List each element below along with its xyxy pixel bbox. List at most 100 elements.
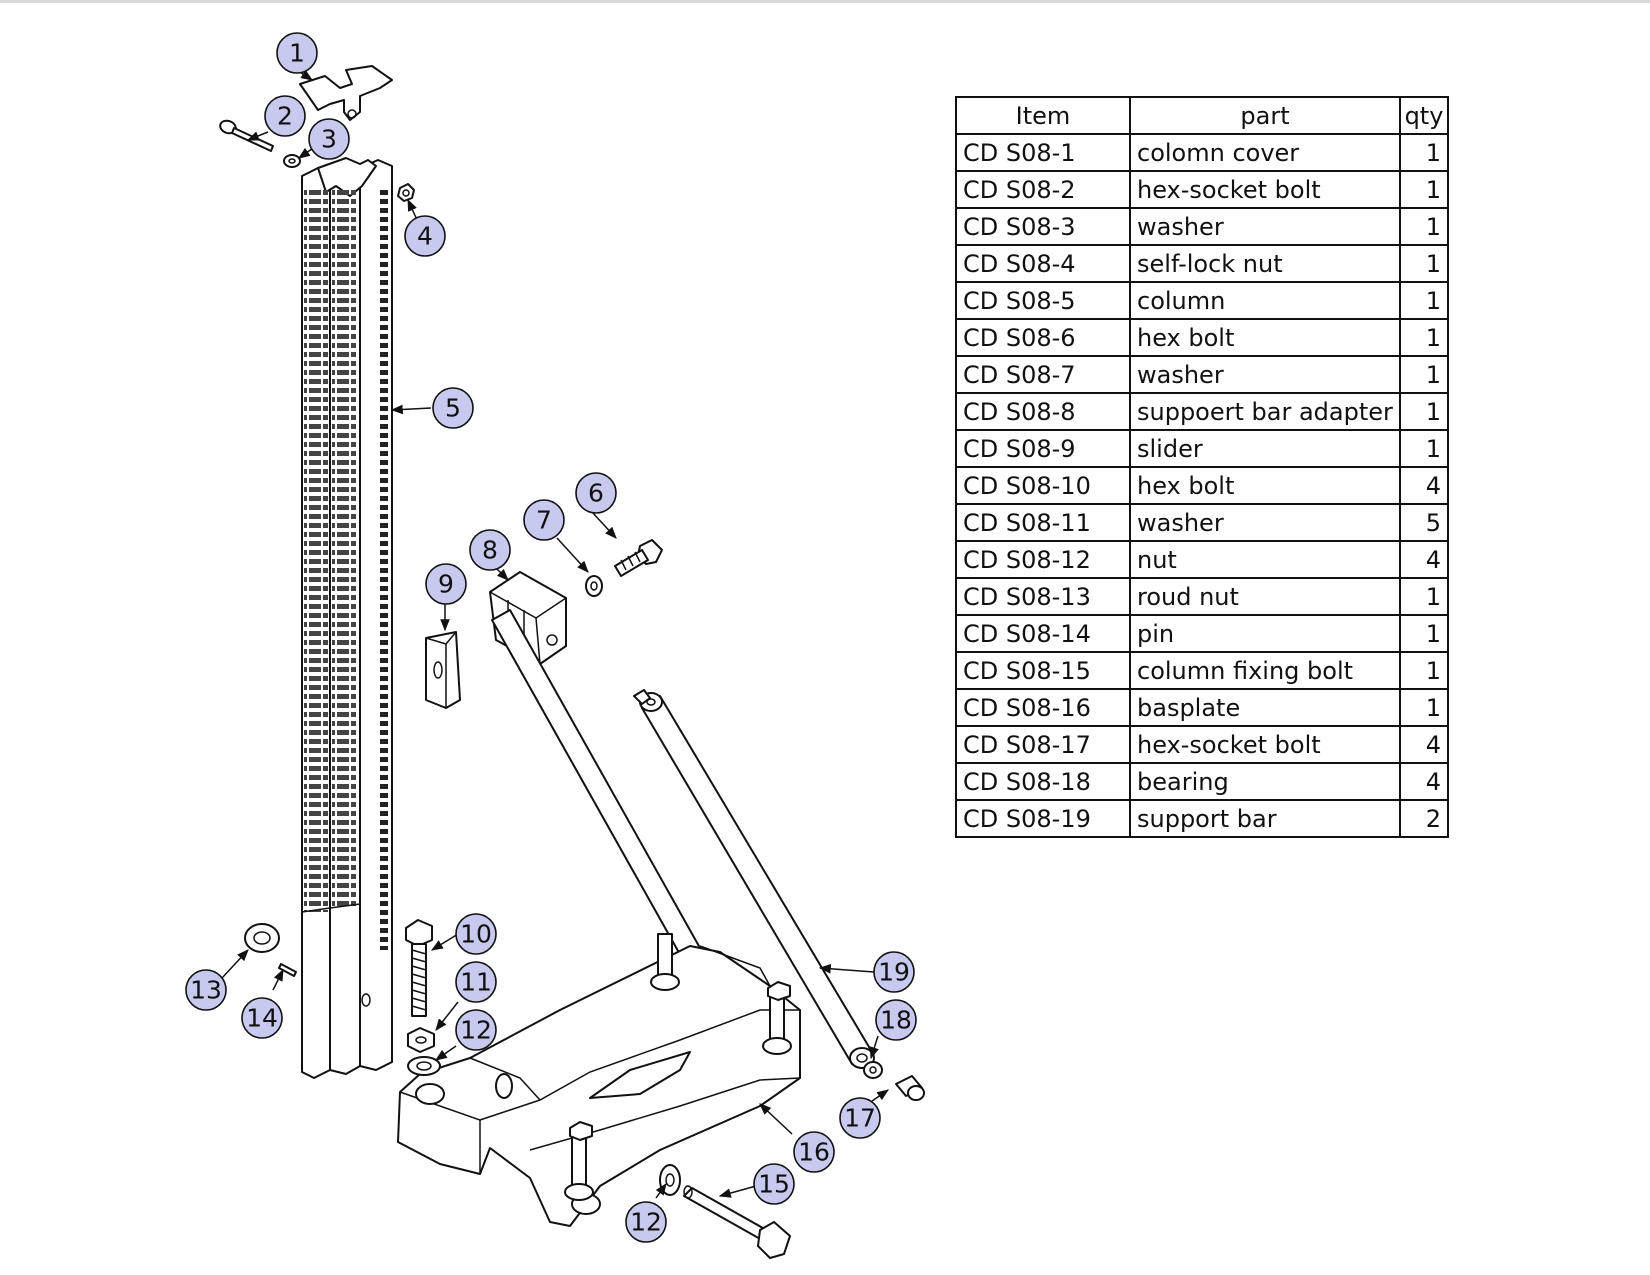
column-header-part: part: [1129, 96, 1401, 135]
item-cell: CD S08-5: [955, 281, 1131, 320]
svg-text:14: 14: [246, 1004, 278, 1033]
part-cell: column fixing bolt: [1129, 651, 1401, 690]
callout-16: 16: [793, 1131, 835, 1173]
nut-part: [407, 1027, 435, 1053]
part-cell: hex-socket bolt: [1129, 725, 1401, 764]
item-cell: CD S08-9: [955, 429, 1131, 468]
svg-text:17: 17: [844, 1104, 876, 1133]
item-cell: CD S08-8: [955, 392, 1131, 431]
item-cell: CD S08-2: [955, 170, 1131, 209]
part-cell: slider: [1129, 429, 1401, 468]
item-cell: CD S08-6: [955, 318, 1131, 357]
part-cell: suppoert bar adapter: [1129, 392, 1401, 431]
base-plate-part: [397, 945, 801, 1227]
callout-14: 14: [241, 997, 283, 1039]
item-cell: CD S08-10: [955, 466, 1131, 505]
part-cell: basplate: [1129, 688, 1401, 727]
callout-5: 5: [432, 387, 474, 429]
qty-cell: 1: [1399, 577, 1449, 616]
part-cell: washer: [1129, 207, 1401, 246]
svg-text:6: 6: [588, 479, 604, 508]
column-cover-part: [299, 65, 393, 121]
item-cell: CD S08-4: [955, 244, 1131, 283]
qty-cell: 1: [1399, 318, 1449, 357]
svg-text:19: 19: [878, 958, 910, 987]
qty-cell: 2: [1399, 799, 1449, 838]
item-cell: CD S08-19: [955, 799, 1131, 838]
part-cell: self-lock nut: [1129, 244, 1401, 283]
item-cell: CD S08-1: [955, 133, 1131, 172]
part-cell: column: [1129, 281, 1401, 320]
hex-bolt-part: [405, 919, 792, 1201]
qty-cell: 1: [1399, 614, 1449, 653]
svg-text:10: 10: [460, 920, 492, 949]
svg-text:8: 8: [482, 536, 498, 565]
washer-part: [407, 1056, 441, 1076]
qty-cell: 1: [1399, 281, 1449, 320]
qty-cell: 1: [1399, 651, 1449, 690]
pin-part: [278, 963, 297, 977]
washer-part: [283, 154, 301, 168]
callout-10: 10: [455, 913, 497, 955]
svg-text:11: 11: [460, 968, 492, 997]
column-fixing-bolt-part: [683, 1185, 791, 1259]
qty-cell: 1: [1399, 244, 1449, 283]
round-nut-part: [244, 923, 280, 953]
hex-bolt-part: [614, 539, 663, 577]
part-cell: support bar: [1129, 799, 1401, 838]
part-cell: washer: [1129, 503, 1401, 542]
callout-13: 13: [185, 969, 227, 1011]
qty-cell: 5: [1399, 503, 1449, 542]
part-cell: colomn cover: [1129, 133, 1401, 172]
part-cell: roud nut: [1129, 577, 1401, 616]
callout-12-lower: 12: [625, 1201, 667, 1243]
svg-text:2: 2: [277, 102, 293, 131]
part-cell: washer: [1129, 355, 1401, 394]
self-lock-nut-part: [397, 183, 415, 202]
svg-text:7: 7: [536, 506, 552, 535]
callout-12: 12: [455, 1009, 497, 1051]
callout-8: 8: [469, 529, 511, 571]
part-cell: nut: [1129, 540, 1401, 579]
callout-3: 3: [308, 118, 350, 160]
item-cell: CD S08-11: [955, 503, 1131, 542]
svg-text:12: 12: [460, 1016, 492, 1045]
bearing-part: [863, 1061, 883, 1079]
part-cell: hex-socket bolt: [1129, 170, 1401, 209]
item-cell: CD S08-18: [955, 762, 1131, 801]
callout-15: 15: [753, 1163, 795, 1205]
part-cell: pin: [1129, 614, 1401, 653]
svg-text:1: 1: [289, 39, 305, 68]
svg-text:18: 18: [880, 1006, 912, 1035]
callout-7: 7: [523, 499, 565, 541]
washer-part: [659, 1164, 681, 1196]
hex-socket-bolt-part: [219, 119, 274, 152]
qty-cell: 1: [1399, 133, 1449, 172]
part-cell: hex bolt: [1129, 318, 1401, 357]
table-header-row: Item part qty: [955, 96, 1449, 135]
top-border: [0, 0, 1650, 3]
item-cell: CD S08-14: [955, 614, 1131, 653]
washer-part: [585, 575, 603, 597]
svg-text:12: 12: [630, 1208, 662, 1237]
qty-cell: 1: [1399, 207, 1449, 246]
item-cell: CD S08-12: [955, 540, 1131, 579]
slider-part: [425, 631, 461, 709]
item-cell: CD S08-13: [955, 577, 1131, 616]
